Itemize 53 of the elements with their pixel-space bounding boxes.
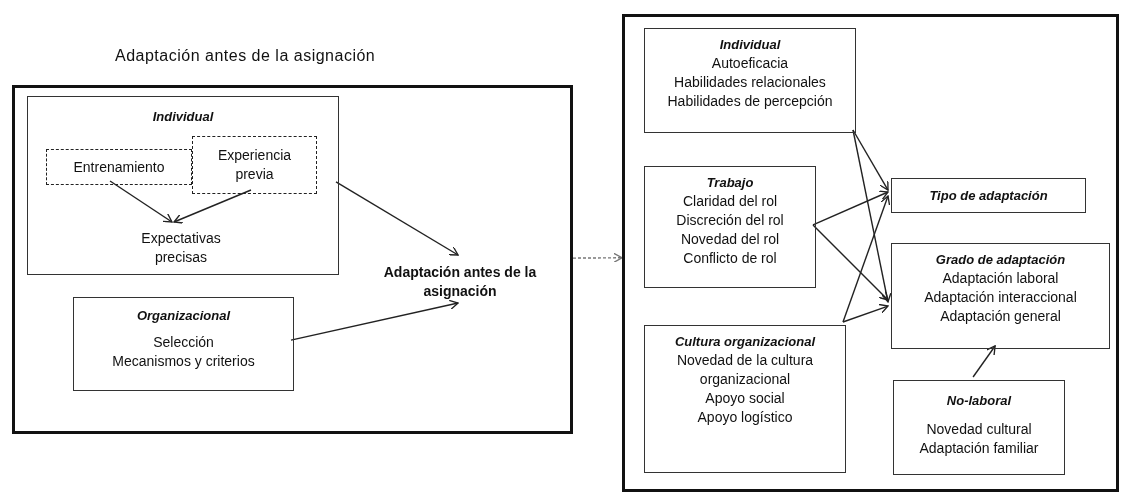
box-text: Entrenamiento (73, 157, 165, 177)
factor-box (644, 28, 856, 133)
arrow (812, 224, 889, 301)
factor-box (891, 178, 1086, 213)
factor-box (891, 243, 1110, 349)
text-label: Adaptación antes de la asignación (355, 258, 565, 306)
box-heading: Organizacional (136, 307, 231, 325)
box-text: Habilidades relacionales (674, 73, 826, 92)
box-text: Selección (153, 333, 214, 352)
dashed-box (46, 149, 192, 185)
arrow (109, 180, 173, 223)
box-text: Habilidades de percepción (667, 92, 833, 111)
arrow (852, 129, 889, 191)
box-text: Adaptación laboral (942, 269, 1059, 288)
box-text: Discreción del rol (676, 211, 784, 230)
factor-box (893, 380, 1065, 475)
arrow (335, 181, 459, 256)
box-heading: Trabajo (706, 174, 754, 192)
box-text: Conflicto de rol (683, 249, 777, 268)
arrow (972, 345, 996, 378)
factor-box (644, 325, 846, 473)
box-heading: No-laboral (946, 392, 1012, 410)
arrow (572, 252, 623, 263)
box-text: Apoyo logístico (697, 408, 793, 427)
factor-box (644, 166, 816, 288)
arrow (842, 195, 891, 323)
arrow (842, 303, 889, 323)
dashed-box (192, 136, 317, 194)
arrow (290, 299, 459, 341)
box-text: Novedad del rol (680, 230, 780, 249)
arrow (173, 189, 252, 224)
box-heading: Individual (152, 108, 214, 126)
box-heading: Individual (719, 36, 781, 54)
box-text: Adaptación familiar (919, 439, 1039, 458)
box-text: Adaptación interaccional (924, 288, 1077, 307)
panel-frame (622, 14, 1119, 492)
box-text: Novedad cultural (926, 420, 1032, 439)
panel-title: Adaptación antes de la asignación (115, 46, 376, 65)
box-heading: Tipo de adaptación (929, 187, 1048, 205)
arrow (812, 190, 889, 226)
box-text: Claridad del rol (682, 192, 778, 211)
box-heading: Cultura organizacional (674, 333, 816, 351)
box-text: Adaptación general (940, 307, 1061, 326)
box-text: Mecanismos y criterios (112, 352, 255, 371)
factor-box (73, 297, 294, 391)
box-text: Apoyo social (705, 389, 785, 408)
text-label: Expectativas precisas (121, 226, 241, 270)
arrow (852, 129, 892, 303)
factor-box (27, 96, 339, 275)
box-heading: Grado de adaptación (935, 251, 1066, 269)
box-text: Novedad de la cultura organizacional (675, 351, 815, 389)
box-text: Autoeficacia (711, 54, 789, 73)
box-text: Experiencia previa (216, 146, 293, 184)
